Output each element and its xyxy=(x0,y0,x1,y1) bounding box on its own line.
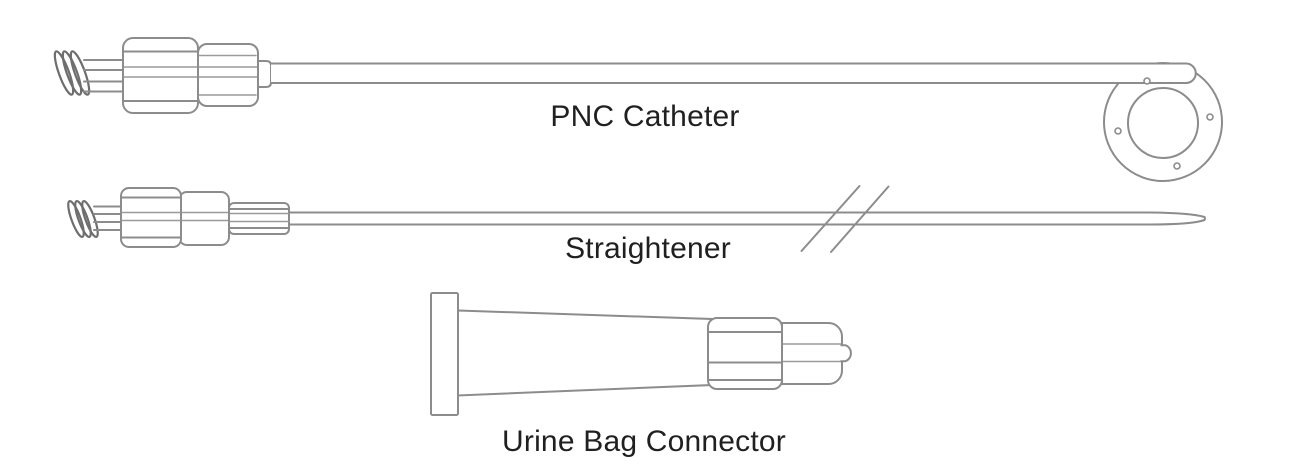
luer-lock-thread-icon xyxy=(53,50,91,96)
urine-bag-connector-drawing xyxy=(430,292,852,416)
catheter-tube xyxy=(271,62,1197,84)
luer-lock-thread-icon xyxy=(67,199,99,239)
pigtail-loop-inner xyxy=(1127,87,1199,159)
label-straightener: Straightener xyxy=(565,232,731,265)
straightener-hub xyxy=(120,187,290,248)
drainage-hole xyxy=(1173,162,1181,170)
hub-tip-nub xyxy=(257,60,272,88)
drainage-hole xyxy=(1206,113,1214,121)
connector-cap-lines xyxy=(781,343,842,363)
drainage-hole xyxy=(1114,127,1122,135)
connector-flange xyxy=(430,292,459,416)
connector-cone xyxy=(457,309,713,397)
label-urine-bag-connector: Urine Bag Connector xyxy=(502,425,786,458)
hub-neck-lines xyxy=(83,59,125,93)
luer-hub-barrel xyxy=(122,37,272,114)
connector-ribbed-barrel xyxy=(707,317,783,390)
break-mark-icon xyxy=(800,185,890,253)
pnc-catheter-drawing xyxy=(53,37,1223,182)
connector-cap xyxy=(781,322,843,385)
label-pnc-catheter: PNC Catheter xyxy=(550,100,740,133)
connector-tip-nub xyxy=(840,344,852,363)
connector-rib-lines xyxy=(708,331,782,381)
straightener-drawing xyxy=(67,185,1206,253)
straightener-shaft xyxy=(288,211,1206,226)
drainage-holes xyxy=(1114,77,1214,170)
drainage-hole xyxy=(1143,77,1151,85)
hub-neck-lines xyxy=(93,205,123,231)
